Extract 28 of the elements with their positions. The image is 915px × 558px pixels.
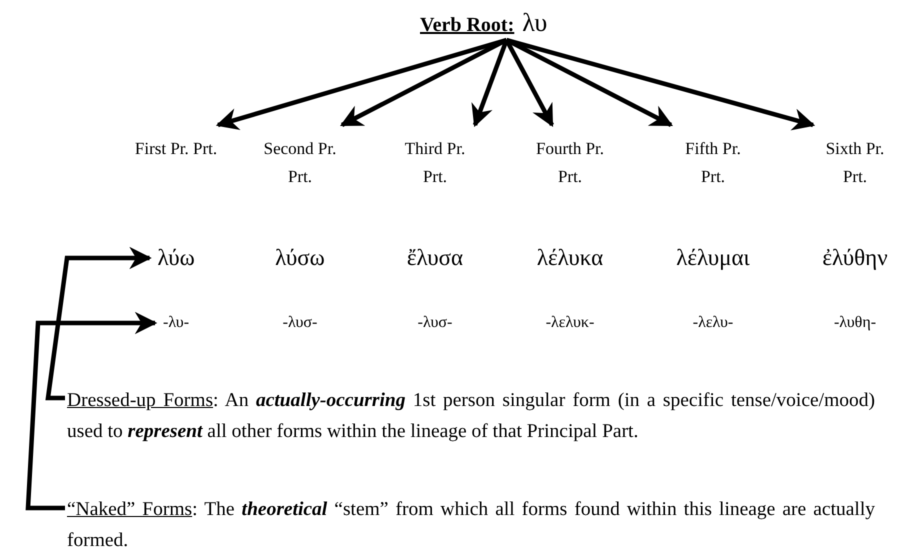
column-heading: Third Pr. Prt. (393, 135, 477, 191)
arrow (506, 38, 816, 130)
root-text: λυ (522, 8, 548, 37)
arrow (26, 312, 158, 510)
greek-stem: -λυ- (163, 312, 190, 334)
greek-form: ἔλυσα (406, 244, 464, 272)
definition-text: “Naked” Forms: The theoretical “stem” from which all forms found within this lineage are actually formed. (67, 494, 875, 556)
greek-form: λέλυκα (536, 244, 604, 272)
greek-stem: -λελυ- (692, 313, 734, 333)
greek-form: λύω (158, 244, 195, 272)
column-heading: Sixth Pr. Prt. (813, 135, 897, 191)
greek-form: λύσω (274, 244, 326, 272)
column-heading: Second Pr. Prt. (258, 135, 342, 191)
column-heading: Fourth Pr. Prt. (528, 135, 612, 191)
greek-stem: -λυθη- (832, 313, 878, 333)
greek-stem: -λελυκ- (544, 313, 596, 333)
greek-form: ἐλύθην (821, 244, 889, 272)
arrow (45, 246, 152, 400)
heading: Verb Root: (420, 14, 514, 36)
arrow (340, 38, 508, 127)
definition-text: Dressed-up Forms: An actually-occurring 1st person singular form (in a specific tense/voice/mood) used to represent all other forms within the lineage of that Principal Part. (67, 385, 875, 447)
greek-form: λέλυμαι (675, 244, 751, 272)
column-heading: Fifth Pr. Prt. (671, 135, 755, 191)
greek-stem: -λυσ- (416, 313, 454, 333)
column-heading: First Pr. Prt. (134, 135, 218, 163)
arrow (506, 38, 673, 127)
greek-stem: -λυσ- (282, 313, 318, 333)
arrow (216, 38, 508, 130)
